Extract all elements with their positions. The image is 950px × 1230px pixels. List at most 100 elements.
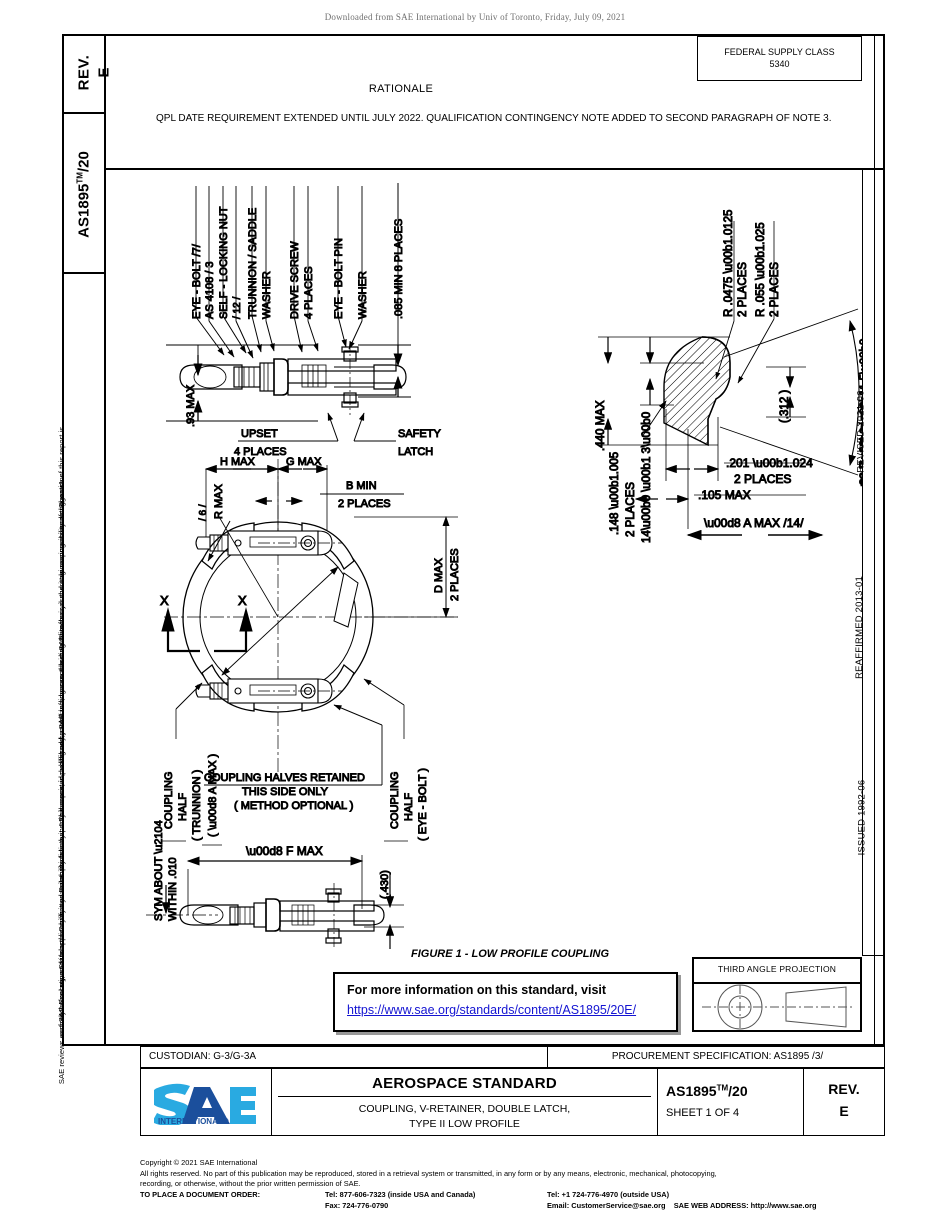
label-within: WITHIN .010 [167, 857, 179, 921]
dim-430: (.430) [379, 870, 391, 899]
document-number-cell: AS1895TM/20 SHEET 1 OF 4 [658, 1069, 804, 1135]
right-margin-bottom-rule [862, 955, 885, 956]
title-block-rev-label: REV. [828, 1081, 860, 1097]
title-block-doc-base: AS1895 [666, 1083, 717, 1099]
dim-201: .201 \u00b1.024 [726, 456, 813, 470]
title-block-rev-value: E [839, 1103, 849, 1119]
callout-as4108: AS 4108 / 3 [204, 262, 216, 320]
label-upset: UPSET [241, 428, 278, 440]
angle-385: 38.5\u00b0 \u00b11.5\u00b0 [859, 339, 862, 485]
dim-r-055: R .055 \u00b1.025 [755, 222, 767, 317]
callout-washer-2: WASHER [357, 271, 369, 319]
title-block-doc-number: AS1895TM/20 [666, 1083, 748, 1099]
doc-number-suffix: /20 [75, 151, 93, 173]
label-safety: SAFETY [398, 428, 441, 440]
rev-value: E [95, 67, 113, 78]
footer-copyright: Copyright © 2021 SAE International [140, 1158, 258, 1167]
footer-order-label: TO PLACE A DOCUMENT ORDER: [140, 1190, 261, 1200]
footer-rights-2: recording, or otherwise, without the pri… [140, 1179, 361, 1189]
dim-dia-a-max-plan: ( \u00d8 A MAX ) [207, 754, 219, 837]
dim-r-max: R MAX [213, 484, 225, 520]
dim-148-places: 2 PLACES [625, 482, 637, 537]
custodian-text: CUSTODIAN: G-3/G-3A [149, 1051, 257, 1062]
aerospace-standard-title: AEROSPACE STANDARD [372, 1075, 557, 1092]
note-retained-2: THIS SIDE ONLY [242, 786, 329, 798]
third-angle-projection-label: THIRD ANGLE PROJECTION [717, 964, 837, 974]
label-coupling-eyebolt-2: HALF [403, 793, 415, 821]
footer-fax: Fax: 724-776-0790 [325, 1200, 389, 1210]
callout-drive-screw-places: 4 PLACES [303, 266, 315, 319]
sae-logo-subtext: INTERNATIONAL® [158, 1117, 229, 1125]
sae-logo: INTERNATIONAL® [154, 1083, 256, 1125]
footer-email-web: Email: CustomerService@sae.org SAE WEB A… [547, 1201, 817, 1212]
section-title-enlarged: ENLARGED [859, 399, 862, 487]
standard-link[interactable]: https://www.sae.org/standards/content/AS… [347, 1003, 637, 1017]
callout-trunnion-saddle: TRUNNION / SADDLE [247, 208, 259, 319]
dim-dia-a-max-section: \u00d8 A MAX /14/ [704, 516, 804, 530]
standard-subtitle-line-1: COUPLING, V-RETAINER, DOUBLE LATCH, [358, 1103, 571, 1115]
dim-r-0475: R .0475 \u00b1.0125 [723, 210, 735, 317]
more-info-text: For more information on this standard, v… [347, 983, 607, 997]
dim-312: (.312 ) [779, 390, 791, 423]
federal-supply-class-box: FEDERAL SUPPLY CLASS 5340 [697, 36, 862, 81]
title-rule [278, 1096, 651, 1097]
label-coupling-trunnion-2: HALF [177, 793, 189, 821]
third-angle-projection-box: THIRD ANGLE PROJECTION [692, 957, 862, 1032]
footer-email: Email: CustomerService@sae.org [547, 1200, 666, 1210]
dim-g-max: G MAX [286, 456, 322, 468]
footer-rights-1: All rights reserved. No part of this pub… [140, 1168, 717, 1178]
title-block-doc-suffix: /20 [728, 1083, 748, 1099]
label-sym-about: SYM ABOUT \u2104 [153, 820, 165, 921]
rev-cell: REV. E [62, 34, 113, 114]
section-mark-right: X [238, 593, 247, 608]
engineering-drawing: EYE - BOLT /7/ AS 4108 / 3 SELF - LOCKIN… [106, 169, 862, 1046]
doc-number-label: AS1895TM/20 [76, 115, 93, 275]
dim-d-max-places: 2 PLACES [449, 548, 461, 601]
dim-b-min: B MIN [346, 480, 377, 492]
drawing-frame [62, 34, 885, 1046]
rationale-bottom-rule [106, 168, 885, 170]
label-coupling-eyebolt-3: ( EYE - BOLT ) [417, 768, 429, 841]
dim-105-max: .105 MAX [698, 488, 751, 502]
rationale-body: QPL DATE REQUIREMENT EXTENDED UNTIL JULY… [156, 113, 832, 124]
callout-washer-1: WASHER [261, 271, 273, 319]
section-mark-left: X [160, 593, 169, 608]
sae-logo-cell: INTERNATIONAL® [141, 1069, 272, 1135]
dim-148: .148 \u00b1.005 [609, 452, 621, 535]
right-margin-divider [862, 168, 863, 955]
dim-440-max: .440 MAX [595, 400, 607, 451]
dim-d-max: D MAX [433, 558, 445, 594]
title-block: INTERNATIONAL® AEROSPACE STANDARD COUPLI… [140, 1068, 885, 1136]
callout-085-min: .085 MIN 8 PLACES [393, 219, 405, 319]
rev-label: REV. [75, 54, 93, 91]
doc-number-base: AS1895 [75, 183, 93, 238]
footer: Copyright © 2021 SAE International All r… [140, 1158, 940, 1212]
download-notice: Downloaded from SAE International by Uni… [324, 12, 626, 22]
dim-93-max: .93 MAX [185, 384, 197, 427]
label-coupling-trunnion-3: ( TRUNNION ) [191, 770, 203, 841]
note-retained-3: ( METHOD OPTIONAL ) [234, 800, 353, 812]
dim-dia-f-max: \u00d8 F MAX [246, 844, 323, 858]
note-6: / 6 / [198, 504, 209, 521]
custodian-strip: CUSTODIAN: G-3/G-3A PROCUREMENT SPECIFIC… [140, 1046, 885, 1068]
rationale-title: RATIONALE [368, 83, 434, 95]
dim-b-min-places: 2 PLACES [338, 498, 391, 510]
title-block-tm: TM [716, 1083, 729, 1093]
custodian-separator [547, 1047, 548, 1067]
frame-right-rule [874, 34, 875, 1046]
footer-tel-inside: Tel: 877-606-7323 (inside USA and Canada… [325, 1190, 476, 1200]
label-upset-places: 4 PLACES [234, 446, 287, 458]
third-angle-symbol [702, 984, 852, 1030]
standard-subtitle: COUPLING, V-RETAINER, DOUBLE LATCH, TYPE… [272, 1102, 657, 1132]
label-coupling-trunnion-1: COUPLING [163, 772, 175, 829]
more-info-box: For more information on this standard, v… [333, 972, 678, 1032]
drawing-svg: EYE - BOLT /7/ AS 4108 / 3 SELF - LOCKIN… [146, 183, 862, 949]
federal-supply-class-value: 5340 [769, 59, 790, 70]
callout-drive-screw: DRIVE SCREW [289, 241, 301, 319]
footer-tel-outside: Tel: +1 724-776-4970 (outside USA) [547, 1190, 670, 1200]
doc-number-cell: AS1895TM/20 [62, 114, 106, 274]
figure-caption: FIGURE 1 - LOW PROFILE COUPLING [411, 948, 609, 960]
callout-eye-bolt: EYE - BOLT /7/ [191, 243, 203, 319]
footer-web: SAE WEB ADDRESS: http://www.sae.org [673, 1200, 817, 1210]
callout-self-locking-nut: SELF - LOCKING NUT [218, 206, 230, 319]
